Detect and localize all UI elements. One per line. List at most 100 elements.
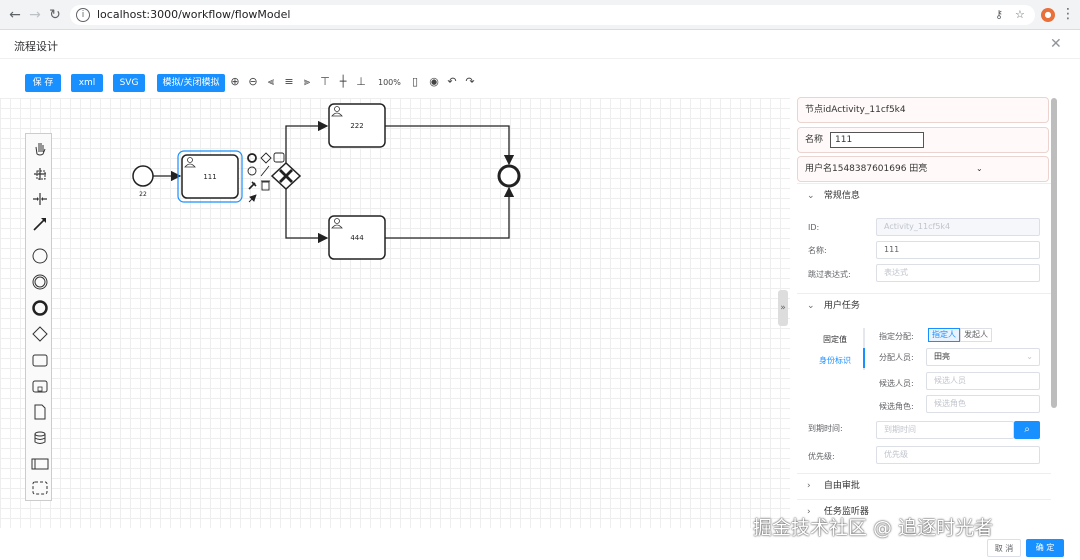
end-event-icon[interactable] xyxy=(26,296,53,320)
candidate-users-label: 候选人员: xyxy=(879,379,914,388)
sequence-flow[interactable] xyxy=(385,125,515,166)
align-bottom-icon[interactable]: ⊥ xyxy=(356,75,366,88)
global-connect-icon[interactable] xyxy=(26,212,53,236)
sequence-flow[interactable] xyxy=(285,120,329,163)
address-bar[interactable]: i localhost:3000/workflow/flowModel ⚷ ☆ xyxy=(70,5,1035,25)
skip-expression-field[interactable]: 表达式 xyxy=(876,264,1040,282)
task-icon[interactable] xyxy=(26,348,53,372)
bpmn-canvas[interactable]: 22 111 222 444 xyxy=(0,98,790,528)
name-field[interactable]: 111 xyxy=(876,241,1040,259)
annotation-icon[interactable] xyxy=(260,165,270,177)
browser-menu-icon[interactable]: ⋮ xyxy=(1061,6,1075,22)
chevron-right-icon: › xyxy=(807,507,811,517)
group-icon[interactable] xyxy=(26,476,53,500)
append-end-event-icon[interactable] xyxy=(247,153,257,163)
undo-icon[interactable]: ↶ xyxy=(447,75,457,88)
chevron-down-icon: ⌄ xyxy=(807,301,815,311)
user-select[interactable]: 用户名1548387601696 田亮 ⌄ xyxy=(798,157,1048,181)
bookmark-star-icon[interactable]: ☆ xyxy=(1015,8,1025,21)
panel-scrollbar[interactable] xyxy=(1051,98,1057,408)
assign-option-assignee[interactable]: 指定人 xyxy=(928,328,960,342)
section-free-approval-title: 自由审批 xyxy=(823,481,860,491)
end-event[interactable] xyxy=(497,164,521,188)
connect-arrow-icon[interactable] xyxy=(248,194,257,203)
data-store-icon[interactable] xyxy=(26,426,53,450)
assignee-label: 分配人员: xyxy=(879,353,914,362)
svg-button[interactable]: SVG xyxy=(113,74,145,92)
section-task-listener[interactable]: › 任务监听器 xyxy=(797,499,1051,523)
start-event-icon[interactable] xyxy=(26,244,53,268)
search-icon[interactable]: ⌕ xyxy=(1014,421,1040,439)
watermark: 掘金技术社区 @ 追逐时光者 xyxy=(753,517,994,539)
append-intermediate-icon[interactable] xyxy=(247,166,257,176)
section-general[interactable]: ⌄ 常规信息 xyxy=(797,183,1051,207)
assignee-select[interactable]: 田亮 ⌄ xyxy=(926,348,1040,366)
assign-option-initiator[interactable]: 发起人 xyxy=(960,328,992,342)
candidate-users-field[interactable]: 候选人员 xyxy=(926,372,1040,390)
ok-button[interactable]: 确 定 xyxy=(1026,539,1064,557)
context-pad xyxy=(247,152,285,203)
back-icon[interactable]: ← xyxy=(9,7,21,23)
zoom-out-icon[interactable]: ⊖ xyxy=(248,75,258,88)
name-header: 名称 111 xyxy=(797,127,1049,153)
skip-expression-label: 跳过表达式: xyxy=(808,270,851,279)
redo-icon[interactable]: ↷ xyxy=(465,75,475,88)
section-user-task[interactable]: ⌄ 用户任务 xyxy=(797,293,1051,317)
fit-icon[interactable]: ▯ xyxy=(411,75,419,88)
chevron-down-icon: ⌄ xyxy=(976,164,983,173)
task-111[interactable] xyxy=(181,154,239,199)
intermediate-event-icon[interactable] xyxy=(26,270,53,294)
tab-fixed-value[interactable]: 固定值 xyxy=(823,335,847,344)
trash-icon[interactable] xyxy=(261,180,270,191)
due-date-field[interactable]: 到期时间 xyxy=(876,421,1014,439)
reload-icon[interactable]: ↻ xyxy=(49,7,61,23)
space-tool-icon[interactable] xyxy=(26,187,53,211)
zoom-in-icon[interactable]: ⊕ xyxy=(230,75,240,88)
wrench-icon[interactable] xyxy=(248,181,257,190)
user-task-icon xyxy=(331,218,343,229)
chevron-down-icon: ⌄ xyxy=(807,191,815,201)
sequence-flow[interactable] xyxy=(285,189,329,244)
browser-toolbar: ← → ↻ i localhost:3000/workflow/flowMode… xyxy=(0,0,1080,30)
profile-avatar[interactable]: ● xyxy=(1041,8,1055,22)
subprocess-icon[interactable] xyxy=(26,374,53,398)
priority-field[interactable]: 优先级 xyxy=(876,446,1040,464)
data-object-icon[interactable] xyxy=(26,400,53,424)
tab-identity[interactable]: 身份标识 xyxy=(819,356,851,365)
align-left-icon[interactable]: ⫷ xyxy=(267,75,275,88)
task-label: 444 xyxy=(350,234,364,242)
gateway-icon[interactable] xyxy=(26,322,53,346)
close-icon[interactable]: ✕ xyxy=(1050,36,1062,52)
align-middle-icon[interactable]: ┼ xyxy=(339,75,347,88)
xml-button[interactable]: xml xyxy=(71,74,103,92)
properties-panel: 节点idActivity_11cf5k4 名称 111 用户名154838760… xyxy=(797,96,1051,536)
name-header-label: 名称 xyxy=(805,135,824,145)
cancel-button[interactable]: 取 消 xyxy=(987,539,1021,557)
chevron-down-icon: ⌄ xyxy=(1026,352,1033,361)
candidate-roles-label: 候选角色: xyxy=(879,402,914,411)
align-top-icon[interactable]: ⊤ xyxy=(320,75,330,88)
password-key-icon[interactable]: ⚷ xyxy=(995,8,1004,21)
align-right-icon[interactable]: ⫸ xyxy=(303,75,311,88)
panel-collapse-toggle[interactable]: » xyxy=(778,290,788,326)
lasso-tool-icon[interactable] xyxy=(26,162,53,186)
forward-icon[interactable]: → xyxy=(29,7,41,23)
hand-tool-icon[interactable] xyxy=(26,136,53,160)
append-task-icon[interactable] xyxy=(273,152,285,163)
candidate-roles-field[interactable]: 候选角色 xyxy=(926,395,1040,413)
name-header-input[interactable]: 111 xyxy=(830,132,924,148)
start-event-label: 22 xyxy=(139,191,147,198)
site-info-icon[interactable]: i xyxy=(76,8,90,22)
start-event[interactable] xyxy=(132,165,154,187)
save-button[interactable]: 保 存 xyxy=(25,74,61,92)
pool-icon[interactable] xyxy=(26,452,53,476)
dialog-title: 流程设计 xyxy=(14,40,58,53)
sequence-flow[interactable] xyxy=(385,186,515,239)
preview-eye-icon[interactable]: ◉ xyxy=(429,75,439,88)
priority-label: 优先级: xyxy=(808,452,835,461)
tool-palette xyxy=(25,133,52,501)
section-free-approval[interactable]: › 自由审批 xyxy=(797,473,1051,497)
align-center-icon[interactable]: ≡ xyxy=(284,75,294,88)
append-gateway-icon[interactable] xyxy=(260,152,272,164)
simulate-button[interactable]: 模拟/关闭模拟 xyxy=(157,74,225,92)
